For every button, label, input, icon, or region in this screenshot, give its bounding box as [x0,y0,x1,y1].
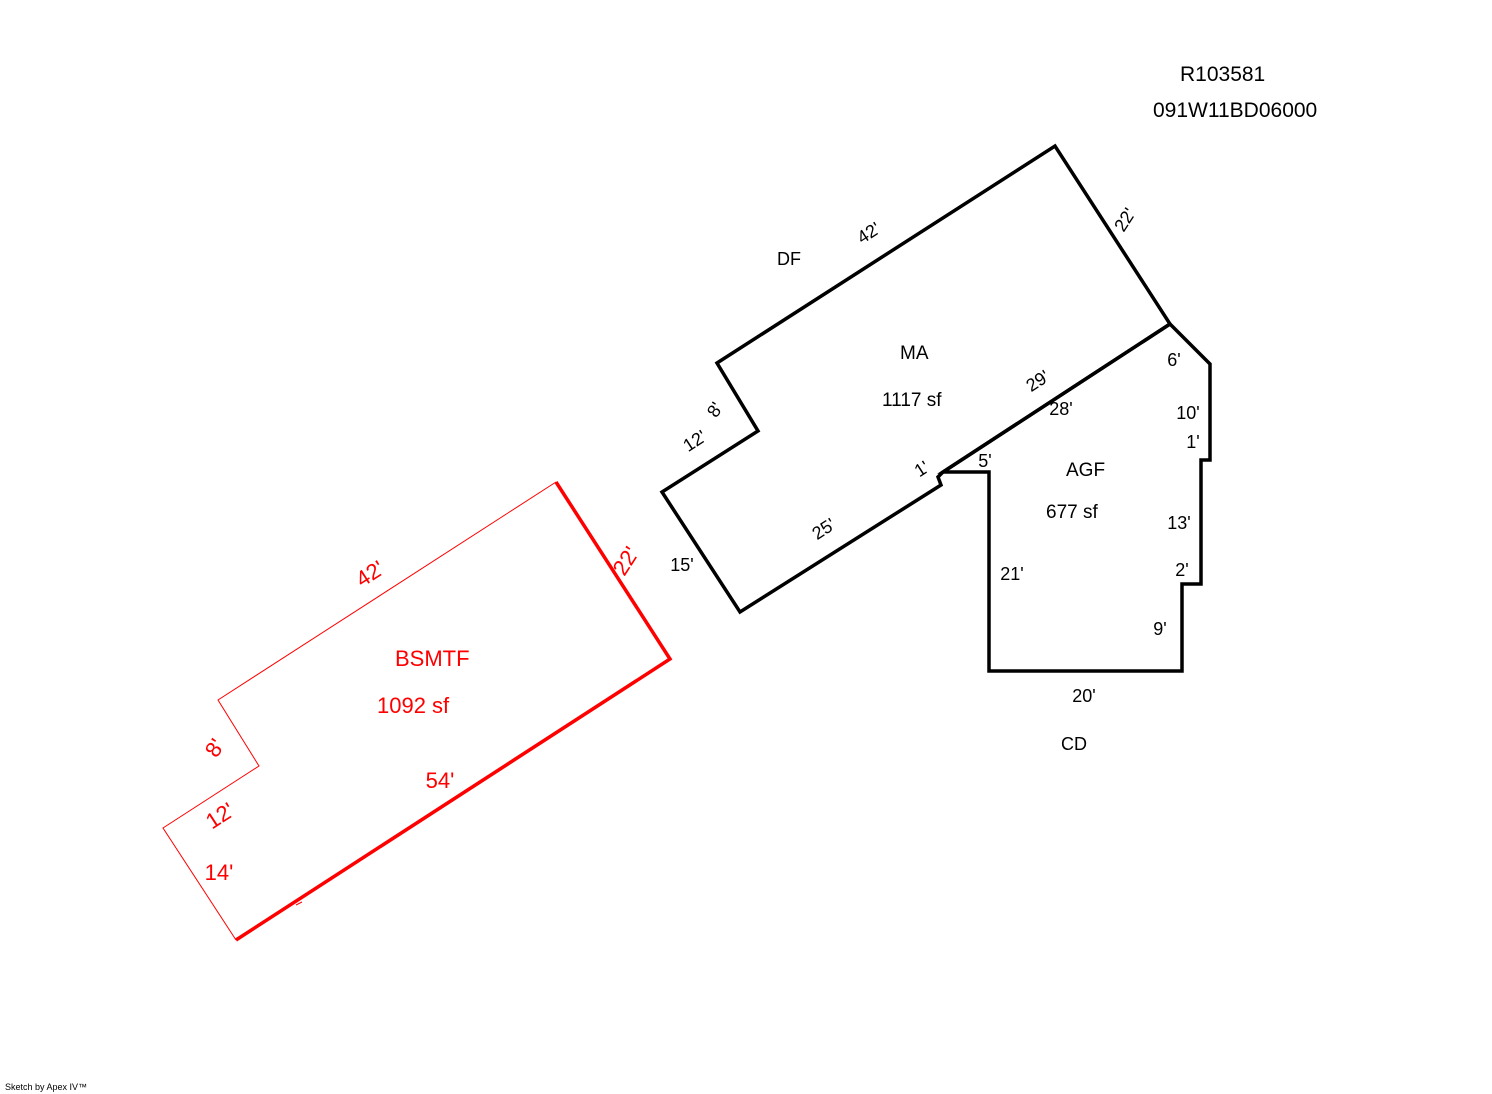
bsmtf-dim-top: 42' [351,555,389,592]
bsmtf-dim-notch-left: 12' [201,797,239,834]
agf-name: AGF [1066,460,1105,481]
bsmtf-area: 1092 sf [377,693,450,718]
ma-dim-step: 1' [911,457,933,481]
bsmtf-dim-left: 14' [205,860,234,885]
ma-dim-right: 22' [1110,204,1140,235]
bsmtf-outline-thick [235,481,673,942]
bsmtf-name: BSMTF [395,646,470,671]
bsmtf-dim-notch-right: 8' [200,734,230,761]
ma-dim-inner-ne: 29' [1022,366,1053,396]
ma-dim-left: 15' [670,555,693,575]
agf-dim-left: 21' [1000,564,1023,584]
agf-dim-diag: 6' [1167,350,1180,370]
agf-outline [937,321,1212,673]
agf-dim-jog2: 2' [1175,560,1188,580]
agf-dim-right-mid: 13' [1167,513,1190,533]
ma-dim-notch-right: 8' [703,399,727,421]
agf-area: 677 sf [1046,502,1098,523]
agf-dim-bottom: 20' [1072,686,1095,706]
ma-dim-top: 42' [853,218,884,248]
agf-dim-right-upper: 10' [1176,403,1199,423]
agf-dim-top-short: 5' [978,451,991,471]
ma-dim-notch-left: 12' [679,426,710,456]
bsmtf-dim-bottom: 54' [426,768,455,793]
ma-outline [659,143,1173,615]
ma-area: 1117 sf [882,390,942,411]
agf-dim-jog1: 1' [1186,432,1199,452]
agf-dim-top: 28' [1049,399,1072,419]
bsmtf-dim-right: 22' [607,542,644,580]
footer-credit: Sketch by Apex IV™ [5,1082,88,1092]
ma-dim-bottom: 25' [808,514,839,544]
ma-name: MA [900,343,929,364]
parcel-number: 091W11BD06000 [1153,99,1317,122]
record-id: R103581 [1180,63,1265,86]
bsmtf-outline-thin [162,481,557,941]
bsmtf-marker [295,901,303,906]
agf-dim-right-lower: 9' [1153,619,1166,639]
cd-label: CD [1061,734,1087,754]
df-label: DF [777,249,801,269]
